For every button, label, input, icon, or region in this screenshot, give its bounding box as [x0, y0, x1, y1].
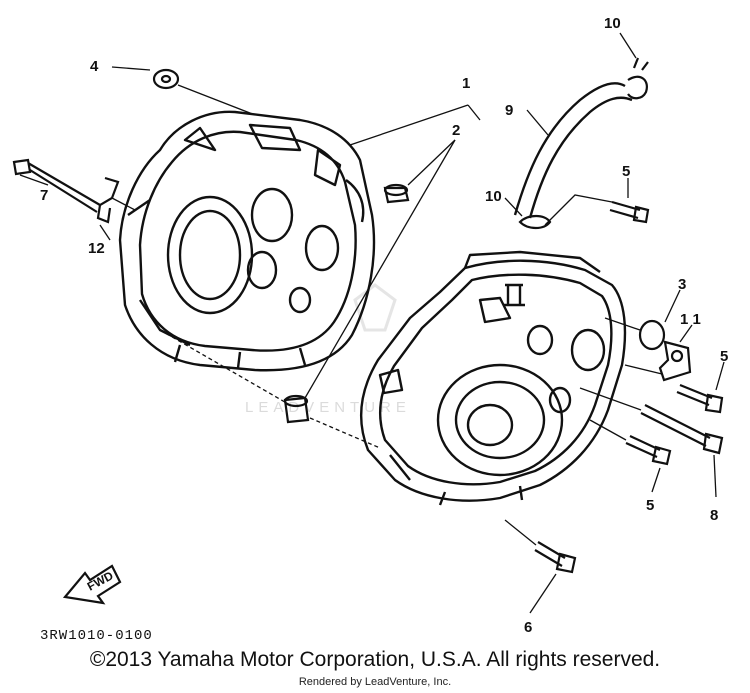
copyright-notice: ©2013 Yamaha Motor Corporation, U.S.A. A…: [89, 648, 661, 671]
callout-10-upper: 10: [604, 15, 621, 32]
long-bolt-8: [640, 404, 724, 455]
callout-5-right: 5: [720, 348, 728, 365]
bolt-5-right: [676, 383, 724, 414]
callout-2: 2: [452, 122, 460, 139]
callout-1: 1: [462, 75, 470, 92]
dowel-pin-upper: [383, 183, 410, 204]
callout-11: 1 1: [680, 311, 701, 328]
rendered-by-notice: Rendered by LeadVenture, Inc.: [298, 676, 452, 688]
bolt-6: [534, 541, 577, 574]
callout-7: 7: [40, 187, 48, 204]
callout-5-bottom: 5: [646, 497, 654, 514]
watermark-text: LEADVENTURE: [245, 399, 411, 416]
washer-4: [152, 68, 180, 90]
long-bolt-7: [12, 158, 101, 213]
bolt-5-top: [609, 200, 650, 224]
bracket-12: [96, 176, 120, 224]
callout-8: 8: [710, 507, 718, 524]
part-code: 3RW1010-0100: [40, 628, 153, 644]
crankcase-right-half: [359, 250, 627, 506]
bolt-5-bottom: [625, 435, 672, 466]
callout-labels: 4 1 2 7 12 9 10 10 5 3 1 1 5 5 8 6 3RW10…: [40, 15, 728, 644]
breather-hose: [513, 82, 633, 219]
callout-6: 6: [524, 619, 532, 636]
fwd-label: FWD: [85, 568, 116, 593]
hose-clip-upper: [627, 57, 649, 100]
callout-4: 4: [90, 58, 99, 75]
washer-3: [638, 319, 666, 351]
leader-lines: [19, 32, 725, 614]
callout-12: 12: [88, 240, 105, 257]
fwd-direction-arrow: FWD: [62, 564, 122, 605]
callout-10-lower: 10: [485, 188, 502, 205]
crankcase-left-half: [118, 110, 376, 372]
callout-9: 9: [505, 102, 513, 119]
bracket-11: [658, 340, 692, 382]
callout-3: 3: [678, 276, 686, 293]
callout-5-top: 5: [622, 163, 630, 180]
hose-clip-lower: [518, 214, 552, 230]
dowel-pin-lower: [283, 394, 310, 424]
